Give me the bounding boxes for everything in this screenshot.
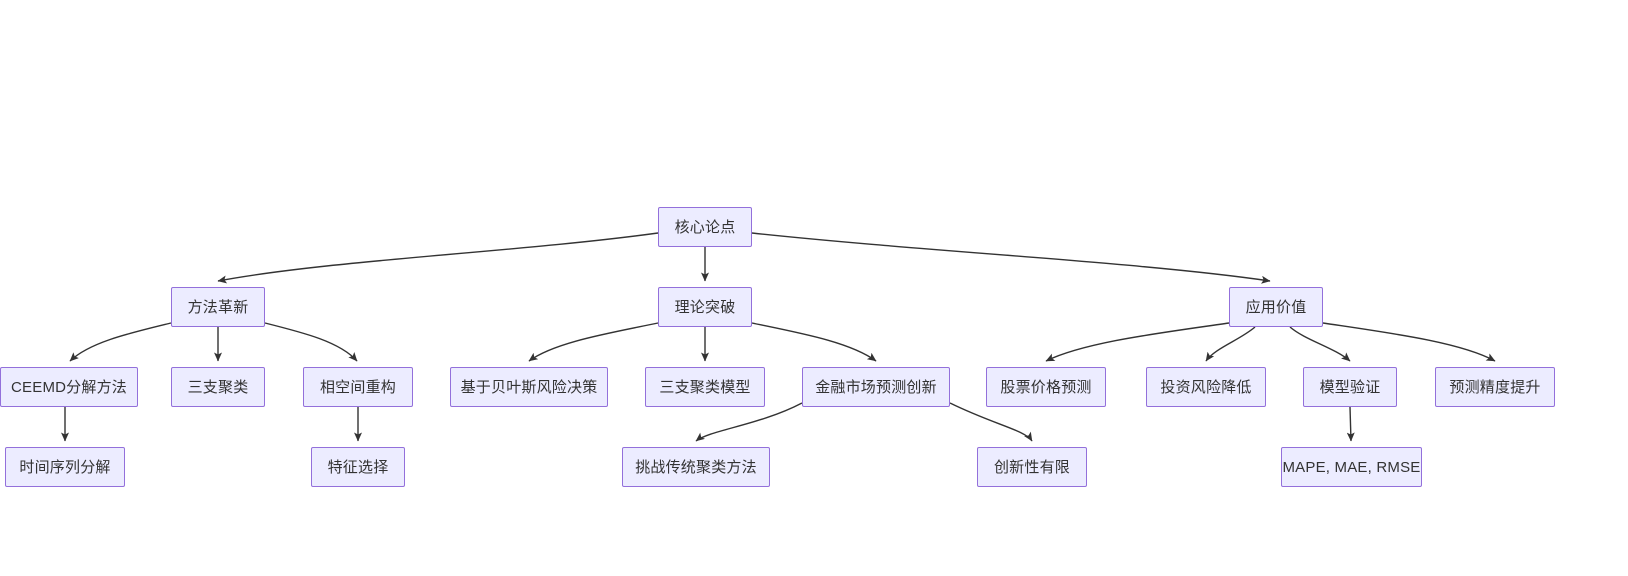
node-threeway[interactable]: 三支聚类 — [171, 367, 265, 407]
node-label-ceemd: CEEMD分解方法 — [11, 378, 127, 396]
node-label-application: 应用价值 — [1245, 298, 1307, 316]
node-phase[interactable]: 相空间重构 — [303, 367, 413, 407]
node-tsdecomp[interactable]: 时间序列分解 — [5, 447, 125, 487]
node-bayes[interactable]: 基于贝叶斯风险决策 — [450, 367, 608, 407]
node-theory[interactable]: 理论突破 — [658, 287, 752, 327]
node-label-phase: 相空间重构 — [319, 378, 396, 396]
node-featsel[interactable]: 特征选择 — [311, 447, 405, 487]
node-label-risk: 投资风险降低 — [1160, 378, 1252, 396]
node-label-fintech: 金融市场预测创新 — [815, 378, 937, 396]
node-label-root: 核心论点 — [674, 218, 736, 236]
node-validate[interactable]: 模型验证 — [1303, 367, 1397, 407]
node-stock[interactable]: 股票价格预测 — [986, 367, 1106, 407]
node-challenge[interactable]: 挑战传统聚类方法 — [622, 447, 770, 487]
node-label-metrics: MAPE, MAE, RMSE — [1282, 458, 1421, 476]
node-label-method: 方法革新 — [187, 298, 249, 316]
node-label-challenge: 挑战传统聚类方法 — [635, 458, 757, 476]
node-limited[interactable]: 创新性有限 — [977, 447, 1087, 487]
node-fintech[interactable]: 金融市场预测创新 — [802, 367, 950, 407]
node-label-bayes: 基于贝叶斯风险决策 — [460, 378, 598, 396]
node-method[interactable]: 方法革新 — [171, 287, 265, 327]
node-label-twmodel: 三支聚类模型 — [659, 378, 751, 396]
node-ceemd[interactable]: CEEMD分解方法 — [0, 367, 138, 407]
node-metrics[interactable]: MAPE, MAE, RMSE — [1281, 447, 1422, 487]
node-label-theory: 理论突破 — [674, 298, 736, 316]
node-label-featsel: 特征选择 — [327, 458, 389, 476]
node-root[interactable]: 核心论点 — [658, 207, 752, 247]
node-label-validate: 模型验证 — [1319, 378, 1381, 396]
node-label-tsdecomp: 时间序列分解 — [19, 458, 111, 476]
node-label-limited: 创新性有限 — [993, 458, 1070, 476]
node-risk[interactable]: 投资风险降低 — [1146, 367, 1266, 407]
node-label-threeway: 三支聚类 — [187, 378, 249, 396]
node-application[interactable]: 应用价值 — [1229, 287, 1323, 327]
node-label-stock: 股票价格预测 — [1000, 378, 1092, 396]
node-twmodel[interactable]: 三支聚类模型 — [645, 367, 765, 407]
node-accuracy[interactable]: 预测精度提升 — [1435, 367, 1555, 407]
node-label-accuracy: 预测精度提升 — [1449, 378, 1541, 396]
